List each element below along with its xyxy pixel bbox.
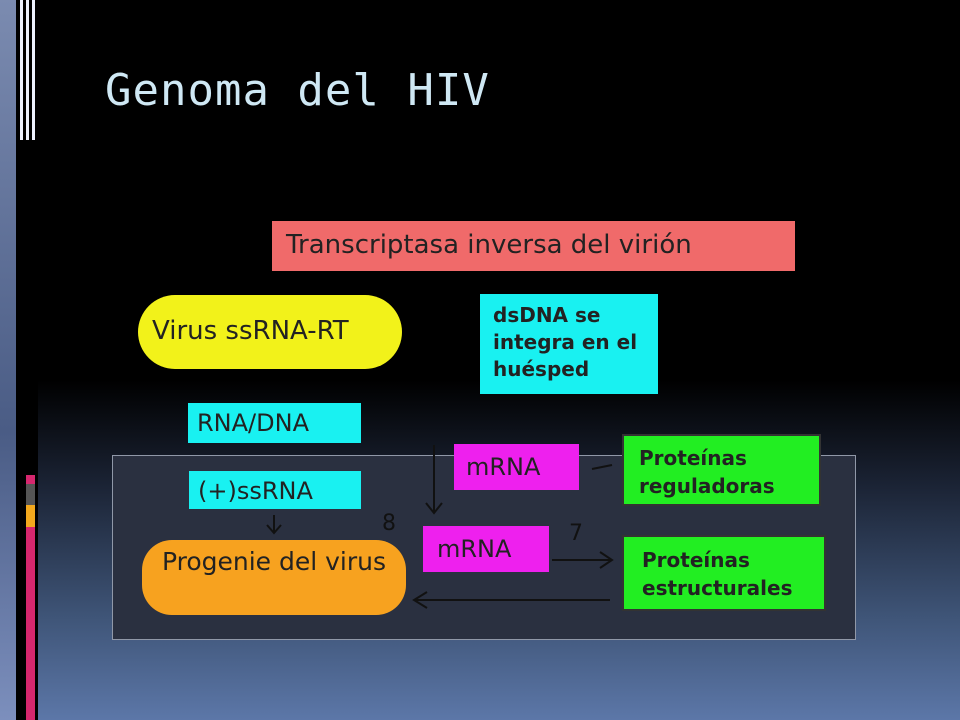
rna-dna-box: RNA/DNA [188,403,361,443]
left-orange-square [26,505,35,527]
virus-progeny-box: Progenie del virus [142,540,406,615]
virus-ssrna-rt-box: Virus ssRNA-RT [138,295,402,369]
left-pink-bar [26,475,35,720]
regulatory-proteins-box: Proteínas reguladoras [622,434,821,506]
arrow-ssrna-to-progeny [266,515,282,535]
arrow-mrna-to-structural [552,551,614,569]
mrna-box-bottom: mRNA [423,526,549,572]
hiv-genome-diagram: Transcriptasa inversa del virión Virus s… [112,215,856,640]
plus-ssrna-box: (+)ssRNA [189,471,361,509]
structural-proteins-box: Proteínas estructurales [622,535,826,611]
diagram-arrows [266,445,614,609]
step-number-8: 8 [382,511,396,536]
arrow-mrna-top-to-regulatory [591,464,613,470]
top-left-decorative-lines [20,0,36,140]
arrow-structural-to-progeny [412,591,610,609]
reverse-transcriptase-box: Transcriptasa inversa del virión [272,221,795,271]
dsdna-integration-box: dsDNA se integra en el huésped [480,294,658,394]
step-number-7: 7 [569,521,583,546]
left-gray-square [26,484,35,506]
arrow-to-mrna-bottom [425,445,443,515]
mrna-box-top: mRNA [454,444,579,490]
left-decorative-stripe [0,0,16,720]
slide-title: Genoma del HIV [105,65,490,116]
